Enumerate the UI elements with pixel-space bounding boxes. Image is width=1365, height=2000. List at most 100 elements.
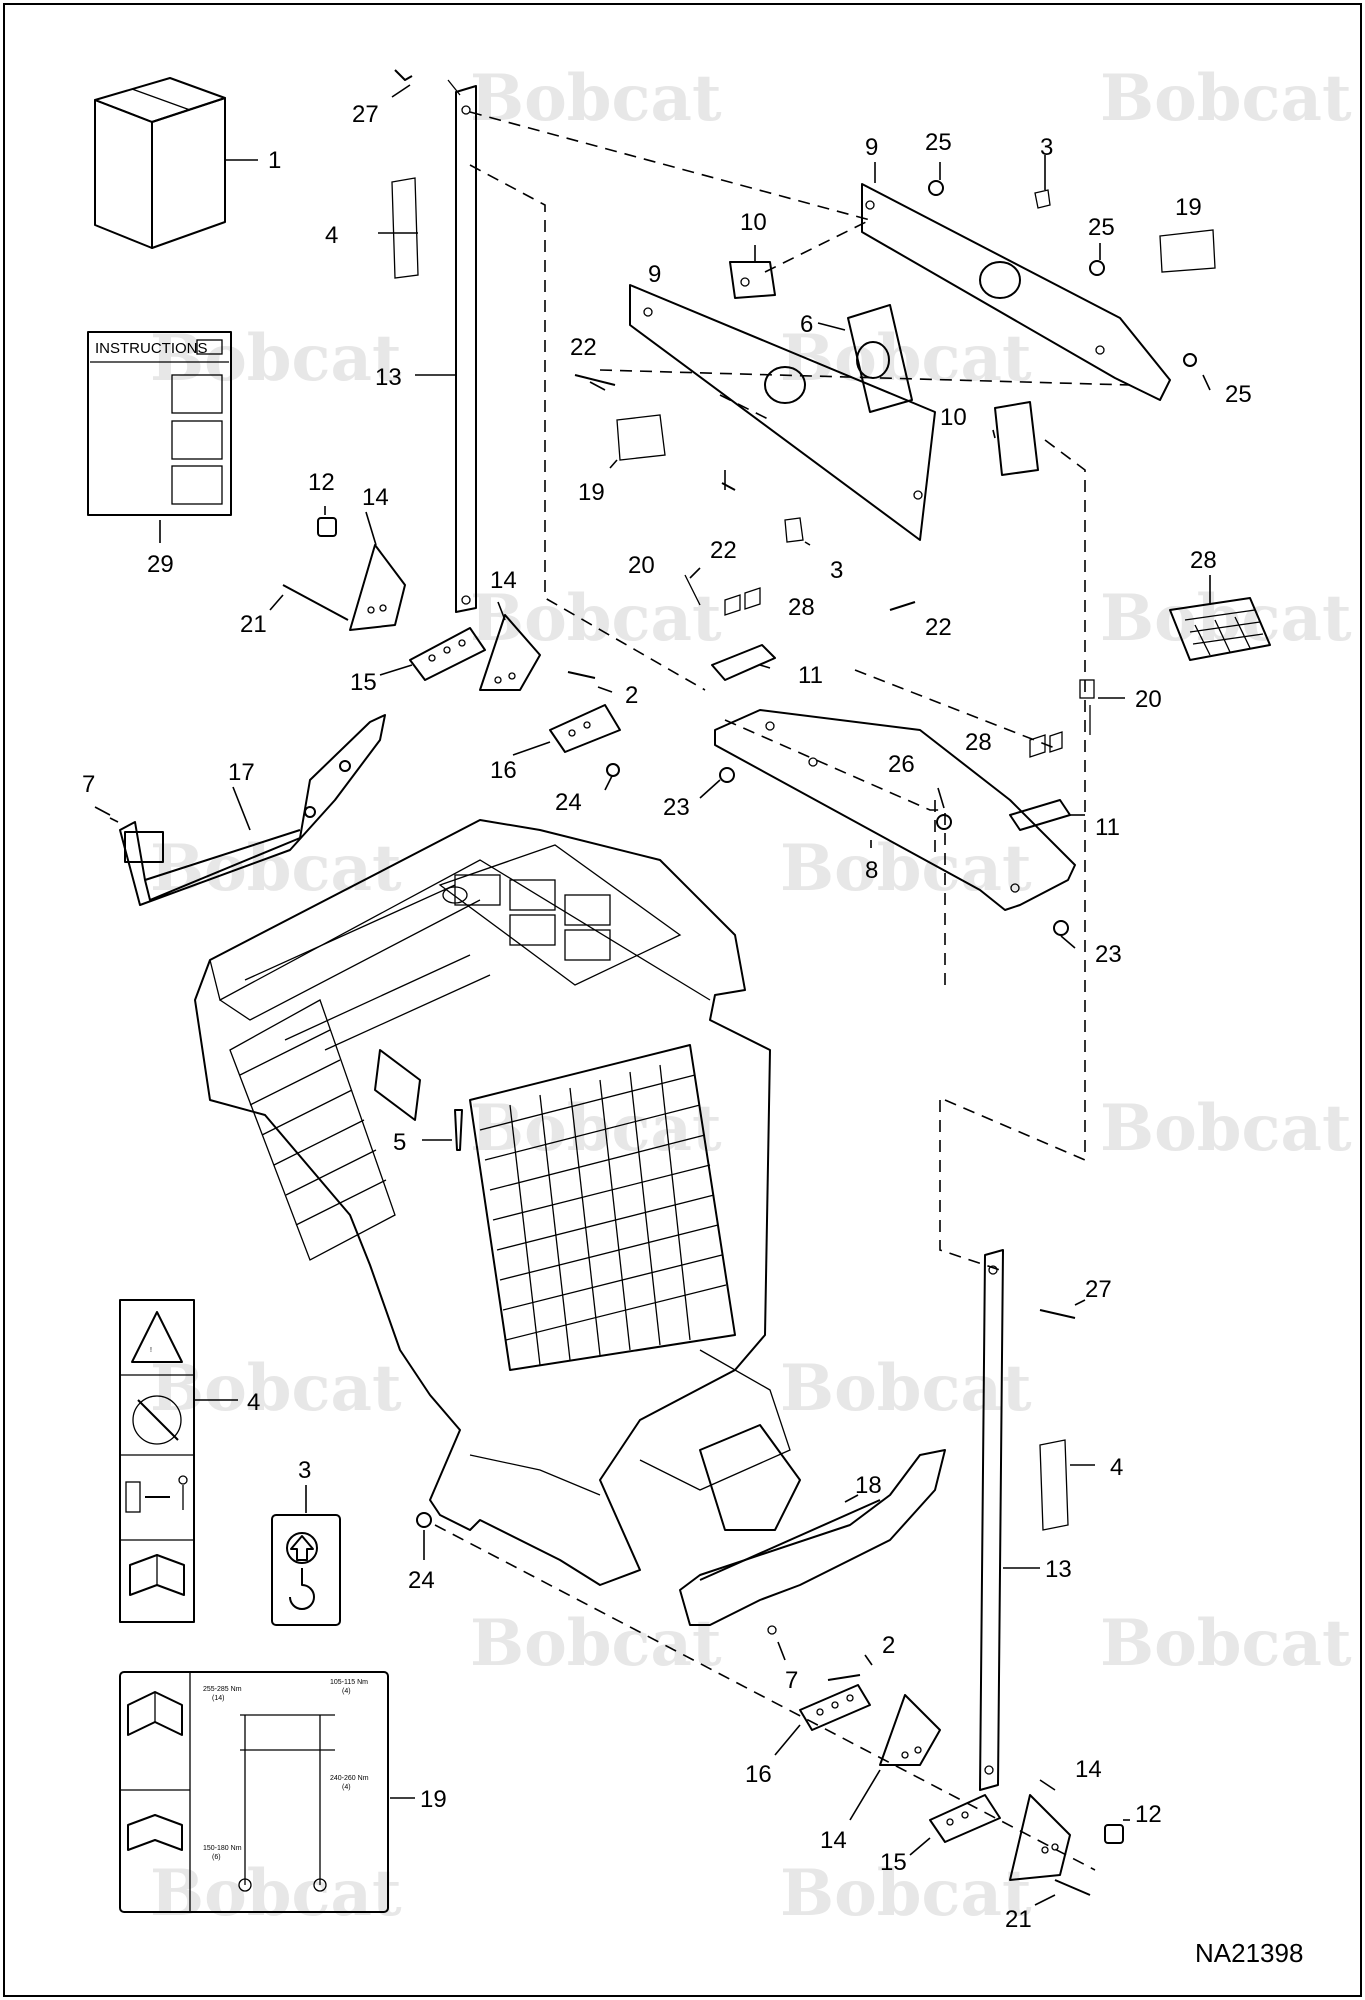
- svg-text:(4): (4): [342, 1784, 351, 1791]
- svg-text:(14): (14): [212, 1695, 224, 1702]
- callout-28: 28: [965, 729, 992, 756]
- callout-11: 11: [798, 662, 823, 689]
- svg-text:105-115 Nm: 105-115 Nm: [330, 1679, 368, 1686]
- callout-22: 22: [710, 537, 737, 564]
- callout-4: 4: [1110, 1454, 1123, 1481]
- safety-decal-4: !: [119, 1299, 238, 1623]
- watermark: Bobcat: [470, 581, 722, 656]
- svg-text:!: !: [150, 1347, 152, 1354]
- instructions-manual: INSTRUCTIONS: [87, 331, 232, 543]
- kit-box: [94, 77, 258, 249]
- upper-mounting-plates: [574, 155, 1216, 611]
- callout-19: 19: [420, 1786, 447, 1813]
- callout-2: 2: [625, 682, 638, 709]
- callout-16: 16: [490, 757, 517, 784]
- svg-text:255-285 Nm: 255-285 Nm: [203, 1686, 242, 1693]
- callout-20: 20: [628, 552, 655, 579]
- callout-7: 7: [82, 771, 95, 798]
- callout-14: 14: [362, 484, 389, 511]
- callout-25: 25: [1088, 214, 1115, 241]
- callout-11: 11: [1095, 814, 1120, 841]
- callout-10: 10: [940, 404, 967, 431]
- lift-point-decal-3: [271, 1485, 341, 1626]
- callout-4: 4: [325, 222, 338, 249]
- watermark: Bobcat: [780, 831, 1032, 906]
- svg-text:240-260 Nm: 240-260 Nm: [330, 1775, 369, 1782]
- lower-cross-bar: [684, 567, 1125, 949]
- watermark: Bobcat: [780, 321, 1032, 396]
- callout-13: 13: [1045, 1556, 1072, 1583]
- callout-14: 14: [820, 1827, 847, 1854]
- callout-8: 8: [865, 857, 878, 884]
- callout-14: 14: [490, 567, 517, 594]
- callout-19: 19: [1175, 194, 1202, 221]
- callout-12: 12: [1135, 1801, 1162, 1828]
- callout-28: 28: [1190, 547, 1217, 574]
- upper-left-hardware: [269, 506, 621, 791]
- callout-9: 9: [865, 134, 878, 161]
- callout-23: 23: [663, 794, 690, 821]
- watermark: Bobcat: [150, 831, 402, 906]
- callout-16: 16: [745, 1761, 772, 1788]
- callout-15: 15: [880, 1849, 907, 1876]
- callout-27: 27: [352, 101, 379, 128]
- watermark: Bobcat: [470, 61, 722, 136]
- torque-decal-19: 255-285 Nm (14) 105-115 Nm (4) 240-260 N…: [119, 1671, 415, 1913]
- cab-rops: [194, 819, 801, 1586]
- watermark: Bobcat: [1100, 61, 1352, 136]
- callout-26: 26: [888, 751, 915, 778]
- callout-28: 28: [788, 594, 815, 621]
- svg-text:150-180 Nm: 150-180 Nm: [203, 1845, 242, 1852]
- right-step-guard: [679, 1449, 946, 1661]
- callout-19: 19: [578, 479, 605, 506]
- watermark: Bobcat: [1100, 1091, 1352, 1166]
- callout-18: 18: [855, 1472, 882, 1499]
- svg-text:(4): (4): [342, 1688, 351, 1695]
- figure-id: NA21398: [1195, 1938, 1303, 1968]
- callout-17: 17: [228, 759, 255, 786]
- decal-sheet: [1169, 575, 1271, 661]
- right-strap: [979, 1249, 1095, 1791]
- lower-right-hardware: [774, 1654, 1130, 1906]
- watermark: Bobcat: [780, 1351, 1032, 1426]
- callout-4: 4: [247, 1389, 260, 1416]
- callout-20: 20: [1135, 686, 1162, 713]
- callout-14: 14: [1075, 1756, 1102, 1783]
- callout-10: 10: [740, 209, 767, 236]
- callout-3: 3: [1040, 134, 1053, 161]
- callout-22: 22: [925, 614, 952, 641]
- callout-15: 15: [350, 669, 377, 696]
- callout-labels: 1 29 27 4 13 12 14 14 21 15 2 16 24 17 7…: [82, 101, 1252, 1933]
- callout-25: 25: [925, 129, 952, 156]
- callout-3: 3: [298, 1457, 311, 1484]
- svg-text:(6): (6): [212, 1854, 221, 1861]
- callout-1: 1: [268, 147, 281, 174]
- callout-7: 7: [785, 1667, 798, 1694]
- callout-21: 21: [1005, 1906, 1032, 1933]
- callout-9: 9: [648, 261, 661, 288]
- callout-22: 22: [570, 334, 597, 361]
- callout-3: 3: [830, 557, 843, 584]
- watermark: Bobcat: [470, 1606, 722, 1681]
- callout-21: 21: [240, 611, 267, 638]
- callout-13: 13: [375, 364, 402, 391]
- callout-27: 27: [1085, 1276, 1112, 1303]
- callout-5: 5: [393, 1129, 406, 1156]
- instructions-title: INSTRUCTIONS: [95, 340, 208, 357]
- watermark: Bobcat: [1100, 1606, 1352, 1681]
- callout-2: 2: [882, 1632, 895, 1659]
- callout-25: 25: [1225, 381, 1252, 408]
- callout-12: 12: [308, 469, 335, 496]
- assembly-dashed-lines: [434, 111, 1131, 1871]
- callout-6: 6: [800, 311, 813, 338]
- callout-24: 24: [555, 789, 582, 816]
- callout-24: 24: [408, 1567, 435, 1594]
- left-step-guard: [94, 714, 386, 906]
- watermark: Bobcat: [150, 1351, 402, 1426]
- callout-29: 29: [147, 551, 174, 578]
- watermark: Bobcat: [150, 1856, 402, 1931]
- callout-23: 23: [1095, 941, 1122, 968]
- left-strap: [378, 69, 477, 613]
- lower-left-nut: [416, 1512, 432, 1560]
